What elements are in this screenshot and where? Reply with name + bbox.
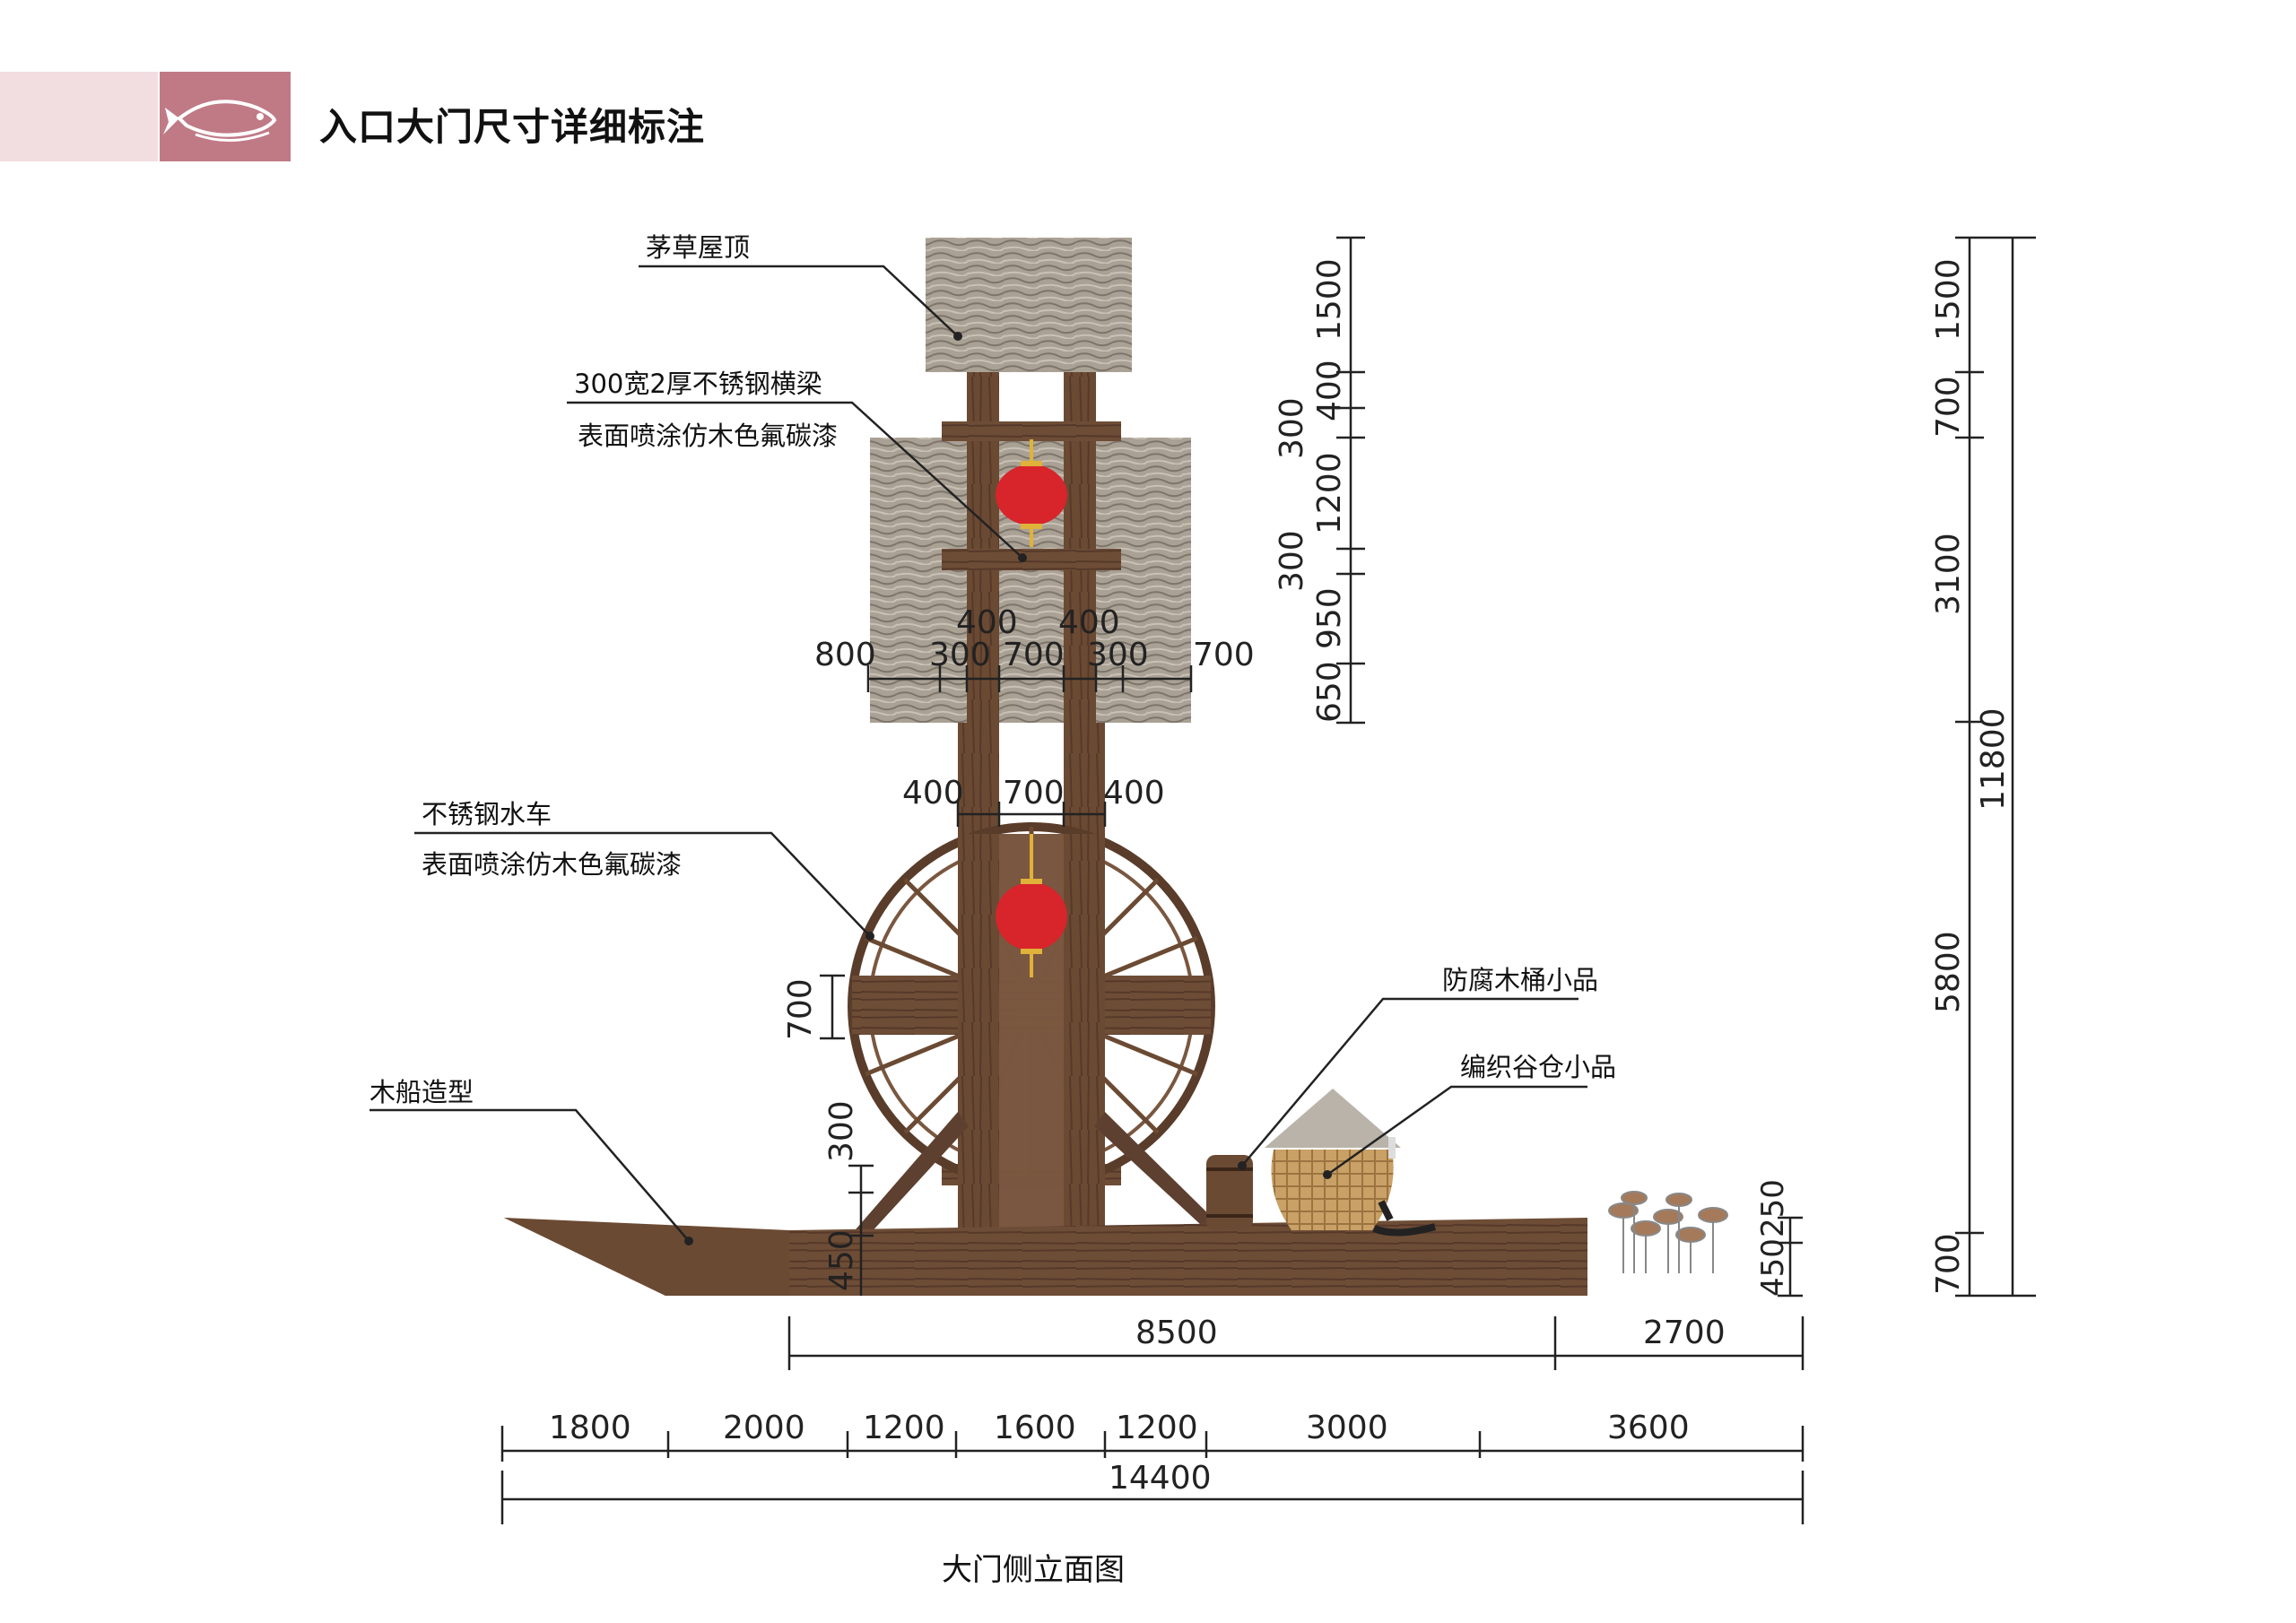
dim-far-5800: 5800 bbox=[1930, 931, 1967, 1013]
page-title: 入口大门尺寸详细标注 bbox=[319, 105, 706, 149]
label-thatch-roof: 茅草屋顶 bbox=[646, 232, 750, 263]
dim-top-300b: 300 bbox=[1087, 637, 1149, 673]
lantern-upper bbox=[996, 464, 1067, 525]
beam-upper bbox=[942, 549, 1121, 570]
drawing-caption: 大门侧立面图 bbox=[942, 1552, 1125, 1588]
label-beam-line1: 300宽2厚不锈钢横梁 bbox=[574, 369, 822, 399]
dim-far-700a: 700 bbox=[1930, 376, 1967, 438]
dim-mid-400b: 400 bbox=[1103, 775, 1165, 812]
dim-top-700b: 700 bbox=[1193, 637, 1255, 673]
dim-tower-400: 400 bbox=[1311, 360, 1348, 421]
beam-top bbox=[942, 421, 1121, 441]
dim-total-14400: 14400 bbox=[1109, 1460, 1212, 1497]
dim-far-700b: 700 bbox=[1930, 1233, 1967, 1295]
dim-wheel-450: 450 bbox=[823, 1229, 860, 1291]
dim-tower-300a: 300 bbox=[1274, 397, 1310, 459]
dim-wheel-700: 700 bbox=[782, 978, 819, 1040]
label-waterwheel-line1: 不锈钢水车 bbox=[422, 799, 552, 829]
woven-granary bbox=[1265, 1089, 1401, 1230]
dim-tower-950: 950 bbox=[1311, 587, 1348, 649]
dim-overall-height: 11800 bbox=[1975, 707, 2012, 811]
dim-top-700: 700 bbox=[1003, 637, 1065, 673]
logo-box bbox=[160, 72, 291, 161]
dim-tower-1500: 1500 bbox=[1311, 258, 1348, 341]
dim-right-250: 250 bbox=[1755, 1179, 1791, 1237]
dim-tower-300b: 300 bbox=[1274, 530, 1310, 592]
dim-seg-1200b: 1200 bbox=[1116, 1410, 1198, 1446]
fish-icon bbox=[163, 100, 277, 142]
fish-decorations bbox=[1608, 1191, 1728, 1273]
dim-seg-2000: 2000 bbox=[723, 1410, 805, 1446]
label-beam-line2: 表面喷涂仿木色氟碳漆 bbox=[578, 421, 838, 451]
header-band bbox=[0, 72, 158, 161]
dim-tower-650: 650 bbox=[1311, 661, 1348, 723]
dim-top-800: 800 bbox=[814, 637, 876, 673]
dim-seg-1600: 1600 bbox=[994, 1410, 1076, 1446]
lantern-lower bbox=[996, 882, 1067, 950]
dim-bottom-8500: 8500 bbox=[1135, 1315, 1218, 1351]
brace-right bbox=[1094, 1112, 1231, 1236]
dim-seg-1800: 1800 bbox=[549, 1410, 631, 1446]
dim-bottom-2700: 2700 bbox=[1643, 1315, 1726, 1351]
brace-left bbox=[850, 1112, 969, 1236]
dim-top-300a: 300 bbox=[929, 637, 991, 673]
dim-top-400b: 400 bbox=[1058, 604, 1120, 641]
thatch-roof-top bbox=[926, 238, 1132, 372]
wood-barrel bbox=[1206, 1155, 1253, 1230]
label-waterwheel-line2: 表面喷涂仿木色氟碳漆 bbox=[422, 849, 682, 880]
label-wood-boat: 木船造型 bbox=[370, 1077, 474, 1107]
dim-right-450: 450 bbox=[1755, 1238, 1791, 1297]
dim-mid-700: 700 bbox=[1003, 775, 1065, 812]
label-barrel: 防腐木桶小品 bbox=[1442, 965, 1598, 995]
dim-seg-3000: 3000 bbox=[1306, 1410, 1388, 1446]
dim-mid-400a: 400 bbox=[902, 775, 964, 812]
dim-seg-1200a: 1200 bbox=[863, 1410, 945, 1446]
dim-seg-3600: 3600 bbox=[1607, 1410, 1690, 1446]
dim-far-1500: 1500 bbox=[1930, 258, 1967, 341]
label-granary: 编织谷仓小品 bbox=[1460, 1052, 1616, 1082]
dim-tower-1200: 1200 bbox=[1311, 452, 1348, 534]
dim-far-3100: 3100 bbox=[1930, 533, 1967, 615]
anchor bbox=[1372, 1200, 1437, 1237]
dim-top-400a: 400 bbox=[956, 604, 1018, 641]
dim-wheel-300: 300 bbox=[823, 1100, 860, 1162]
